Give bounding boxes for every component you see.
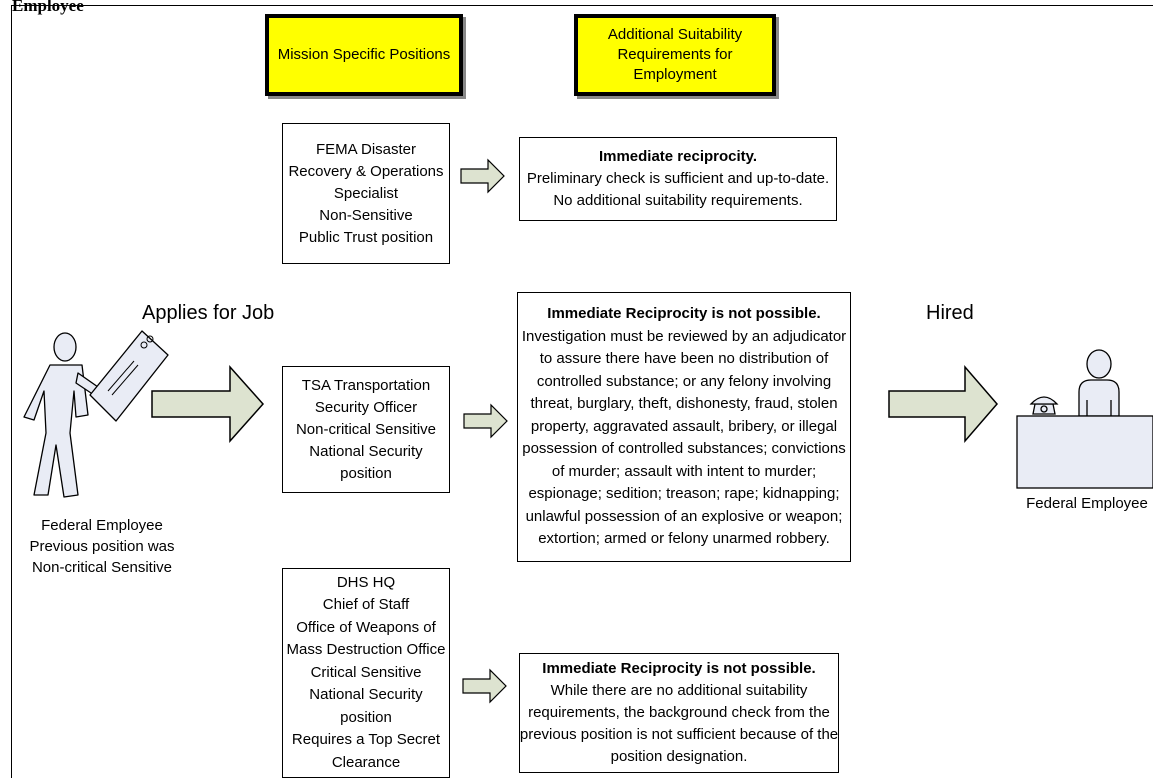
position-line: National Security (309, 686, 423, 704)
outcome-line: Preliminary check is sufficient and up-t… (526, 170, 830, 187)
position-line: position (340, 708, 392, 726)
arrow-hired-icon (888, 364, 998, 444)
outcome-heading: Immediate Reciprocity is not possible. (542, 660, 816, 677)
outcome-line: possession of controlled substances; con… (522, 440, 846, 458)
diagram-frame: Employee (11, 0, 1153, 778)
position-line: Security Officer (314, 398, 418, 416)
position-line: Clearance (331, 753, 401, 771)
outcome-line: While there are no additional suitabilit… (550, 682, 808, 699)
position-line: Mass Destruction Office (286, 641, 446, 659)
header-suitability-line: Additional Suitability (607, 26, 743, 43)
position-line: Requires a Top Secret (291, 731, 441, 749)
arrow-applies-icon (151, 365, 265, 443)
applicant-caption-line: Previous position was (29, 538, 175, 555)
outcome-line: espionage; sedition; treason; rape; kidn… (528, 485, 840, 503)
arrow-small-fema-icon (460, 158, 505, 194)
position-line: position (340, 464, 392, 482)
outcome-line: to assure there have been no distributio… (539, 350, 829, 368)
outcome-line: threat, burglary, theft, dishonesty, fra… (530, 395, 838, 413)
hired-label: Hired (926, 302, 974, 324)
outcome-line: of murder; assault with intent to murder… (551, 462, 817, 480)
position-line: Specialist (333, 184, 399, 202)
diagram-caption: Employee (12, 0, 84, 15)
position-line: Non-Sensitive (319, 206, 413, 224)
position-line: Recovery & Operations (288, 162, 444, 180)
position-line: TSA Transportation (301, 376, 431, 394)
position-line: Non-critical Sensitive (295, 420, 437, 438)
outcome-box-top-secret: Immediate Reciprocity is not possible. W… (519, 653, 839, 773)
outcome-box-immediate-reciprocity: Immediate reciprocity. Preliminary check… (519, 137, 837, 221)
outcome-heading: Immediate reciprocity. (598, 148, 758, 165)
walking-person-with-document-icon (23, 330, 169, 498)
arrow-small-tsa-icon (463, 403, 508, 439)
person-at-desk-with-phone-icon (1016, 349, 1153, 489)
outcome-line: Investigation must be reviewed by an adj… (521, 327, 847, 345)
outcome-line: property, aggravated assault, bribery, o… (530, 417, 838, 435)
header-suitability-line: Requirements for Employment (617, 46, 733, 83)
position-box-tsa: TSA Transportation Security Officer Non-… (282, 366, 450, 493)
outcome-line: position designation. (610, 748, 748, 765)
position-line: National Security (309, 442, 423, 460)
arrow-small-dhs-icon (462, 668, 507, 704)
outcome-heading: Immediate Reciprocity is not possible. (547, 305, 821, 323)
outcome-line: previous position is not sufficient beca… (519, 726, 839, 743)
position-line: FEMA Disaster (315, 140, 417, 158)
outcome-box-adjudicator-review: Immediate Reciprocity is not possible. I… (517, 292, 851, 562)
header-mission-specific-positions: Mission Specific Positions (265, 14, 463, 96)
employee-caption: Federal Employee (1026, 495, 1148, 512)
position-line: Critical Sensitive (310, 663, 422, 681)
outcome-line: unlawful possession of an explosive or w… (525, 507, 843, 525)
outcome-line: No additional suitability requirements. (553, 192, 803, 209)
outcome-line: extortion; armed or felony unarmed robbe… (538, 530, 830, 548)
position-line: Chief of Staff (322, 596, 410, 614)
position-box-dhs: DHS HQ Chief of Staff Office of Weapons … (282, 568, 450, 778)
applicant-caption-line: Non-critical Sensitive (31, 559, 173, 576)
position-line: DHS HQ (336, 573, 396, 591)
outcome-line: requirements, the background check from … (528, 704, 830, 721)
position-line: Office of Weapons of (296, 618, 436, 636)
applicant-caption-line: Federal Employee (41, 517, 163, 534)
position-line: Public Trust position (298, 228, 434, 246)
applies-for-job-label: Applies for Job (142, 302, 275, 324)
outcome-line: controlled substance; or any felony invo… (536, 372, 832, 390)
header-mission-label: Mission Specific Positions (277, 46, 451, 63)
applicant-caption: Federal Employee Previous position was N… (12, 515, 192, 578)
position-box-fema: FEMA Disaster Recovery & Operations Spec… (282, 123, 450, 264)
header-additional-suitability: Additional Suitability Requirements for … (574, 14, 776, 96)
